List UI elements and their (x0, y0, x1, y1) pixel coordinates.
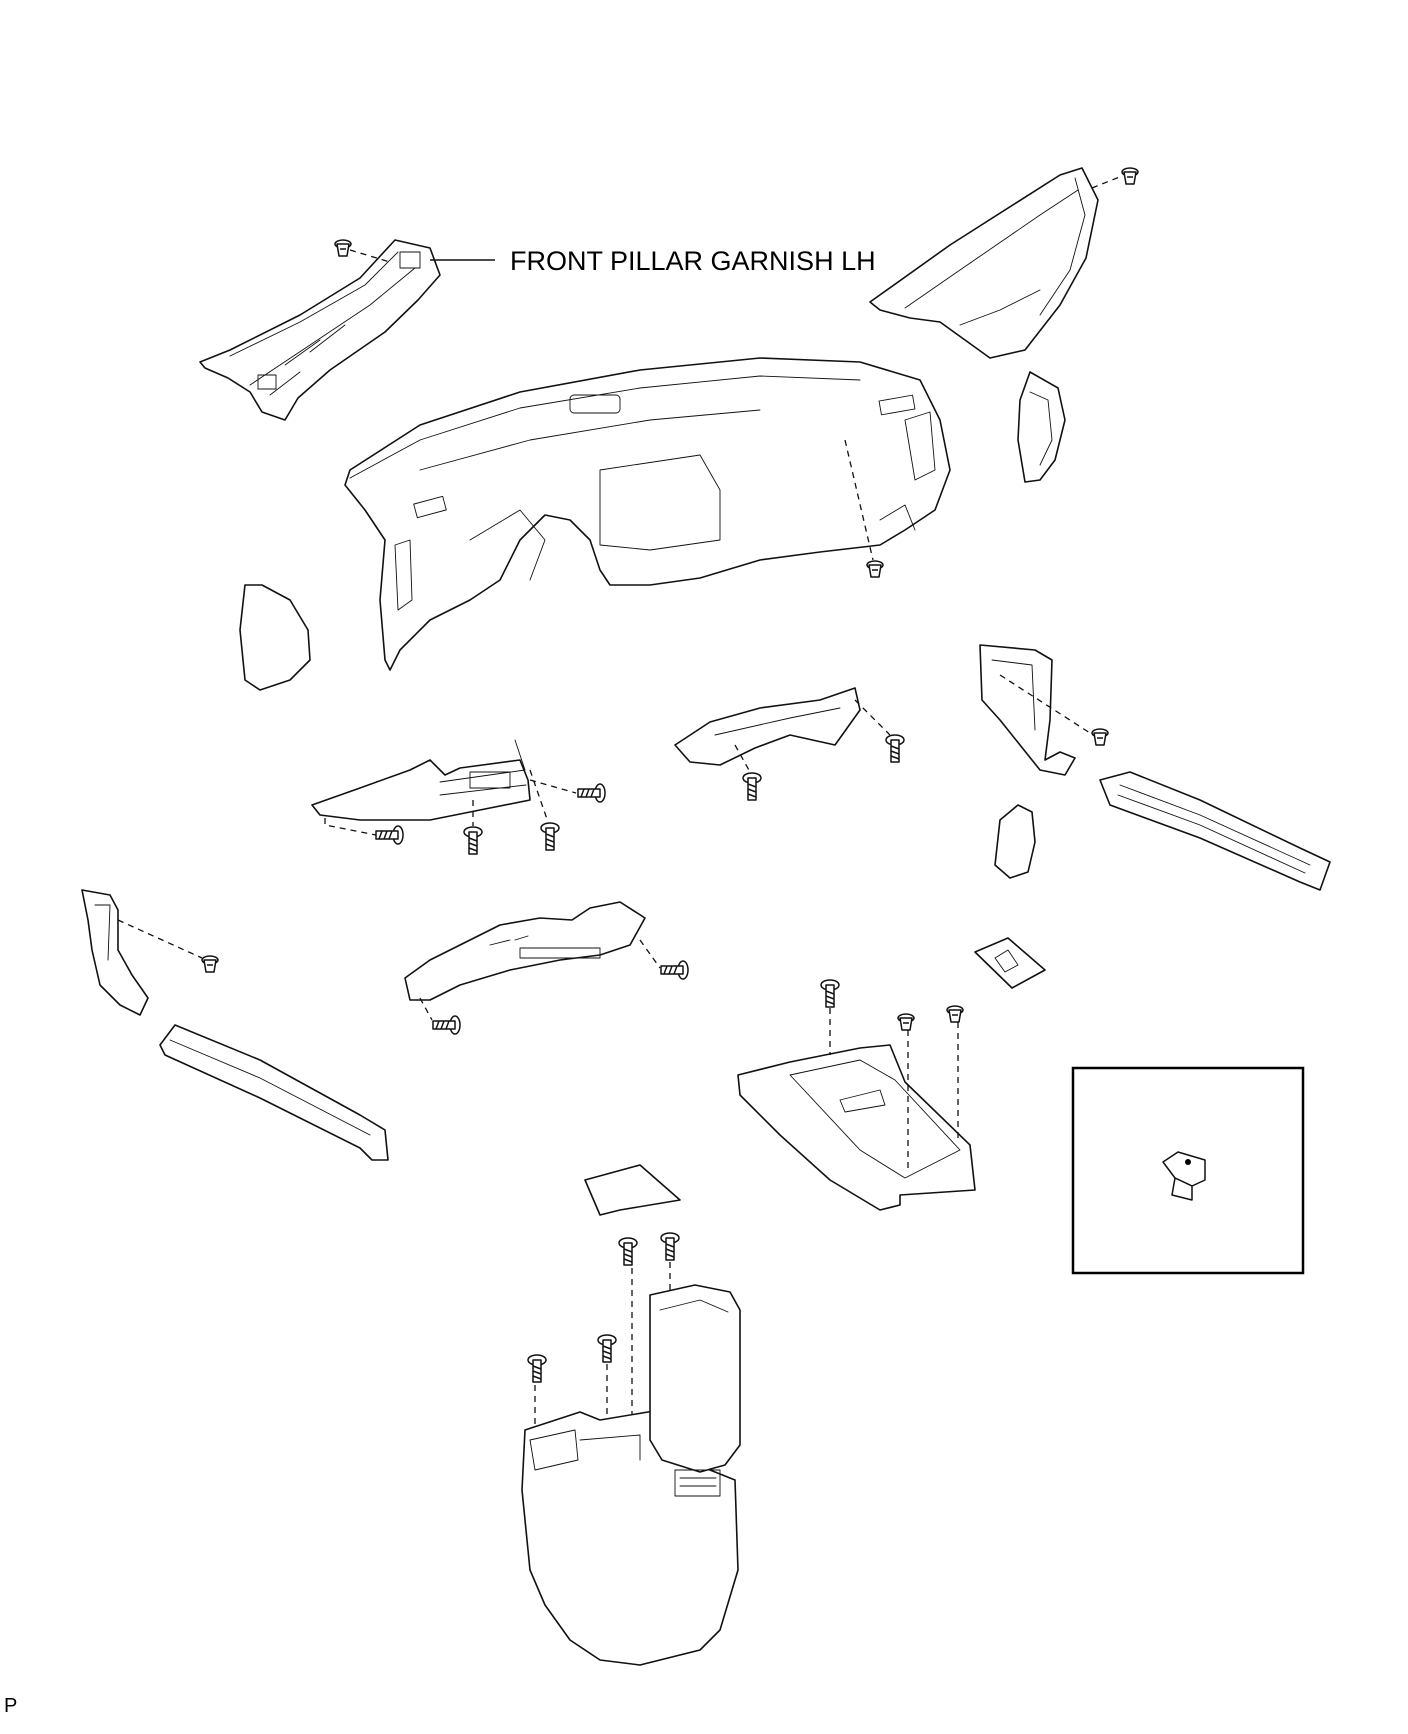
armrest-screw-4 (527, 1354, 547, 1383)
front-pillar-garnish-rh (869, 167, 1099, 359)
instrument-panel-side-cover-rh (1017, 371, 1066, 483)
dash-under-cover-1 (639, 939, 661, 969)
dash-cowl-lh (117, 919, 203, 959)
pillar-clip-lh (334, 239, 352, 257)
pillar-clip-lh-dash (349, 249, 391, 263)
rear-console-box (521, 1284, 741, 1666)
console-clip-2 (946, 1005, 964, 1023)
bolt-lower-center-1 (742, 772, 762, 801)
instrument-panel-clip-dash (844, 439, 874, 561)
console-screw-1 (820, 979, 840, 1008)
bolt-under-cover-2 (432, 1015, 461, 1035)
callout-front-pillar-garnish-lh: FRONT PILLAR GARNISH LH (510, 246, 876, 276)
lower-panel-center (674, 687, 861, 766)
dash-lower-center-2 (854, 699, 891, 736)
bolt-lower-center-2 (885, 734, 905, 763)
console-mat (584, 1164, 681, 1216)
lower-panel-lh (311, 739, 531, 821)
instrument-panel-clip (866, 560, 884, 578)
inset-clip (1162, 1151, 1206, 1201)
instrument-panel (344, 357, 951, 671)
cowl-clip-lh (201, 955, 219, 973)
armrest-screw-3 (597, 1334, 617, 1363)
armrest-screw-2 (660, 1232, 680, 1261)
bolt-lower-lh-1 (577, 783, 606, 803)
dash-lower-lh-1 (529, 779, 577, 794)
shift-indicator-plate (974, 937, 1046, 989)
cowl-side-trim-lh (81, 889, 149, 1016)
dash-cowl-rh (999, 674, 1091, 734)
cowl-side-trim-rh (979, 644, 1076, 776)
dash-under-cover-2 (419, 997, 433, 1021)
shift-knob (994, 804, 1036, 879)
figure-code: P (4, 1695, 17, 1717)
pillar-clip-rh-dash (1091, 175, 1123, 189)
dash-lower-lh-4 (324, 818, 377, 836)
armrest-screw-1 (618, 1237, 638, 1266)
bolt-under-cover-1 (660, 960, 689, 980)
cowl-clip-rh (1091, 728, 1109, 746)
pillar-clip-rh (1121, 167, 1139, 185)
scuff-plate-lh (159, 1024, 389, 1161)
console-panel (737, 1044, 976, 1211)
dash-lower-center-1 (734, 744, 751, 773)
bolt-lower-lh-4 (375, 825, 404, 845)
bolt-lower-lh-3 (540, 822, 560, 851)
dash-lower-lh-3 (529, 769, 549, 823)
console-clip-1 (897, 1013, 915, 1031)
instrument-panel-side-cover-lh (239, 584, 311, 691)
scuff-plate-rh (1099, 771, 1331, 891)
front-pillar-garnish-lh (199, 239, 441, 421)
instrument-panel-under-cover (404, 901, 646, 1001)
bolt-lower-lh-2 (463, 826, 483, 855)
